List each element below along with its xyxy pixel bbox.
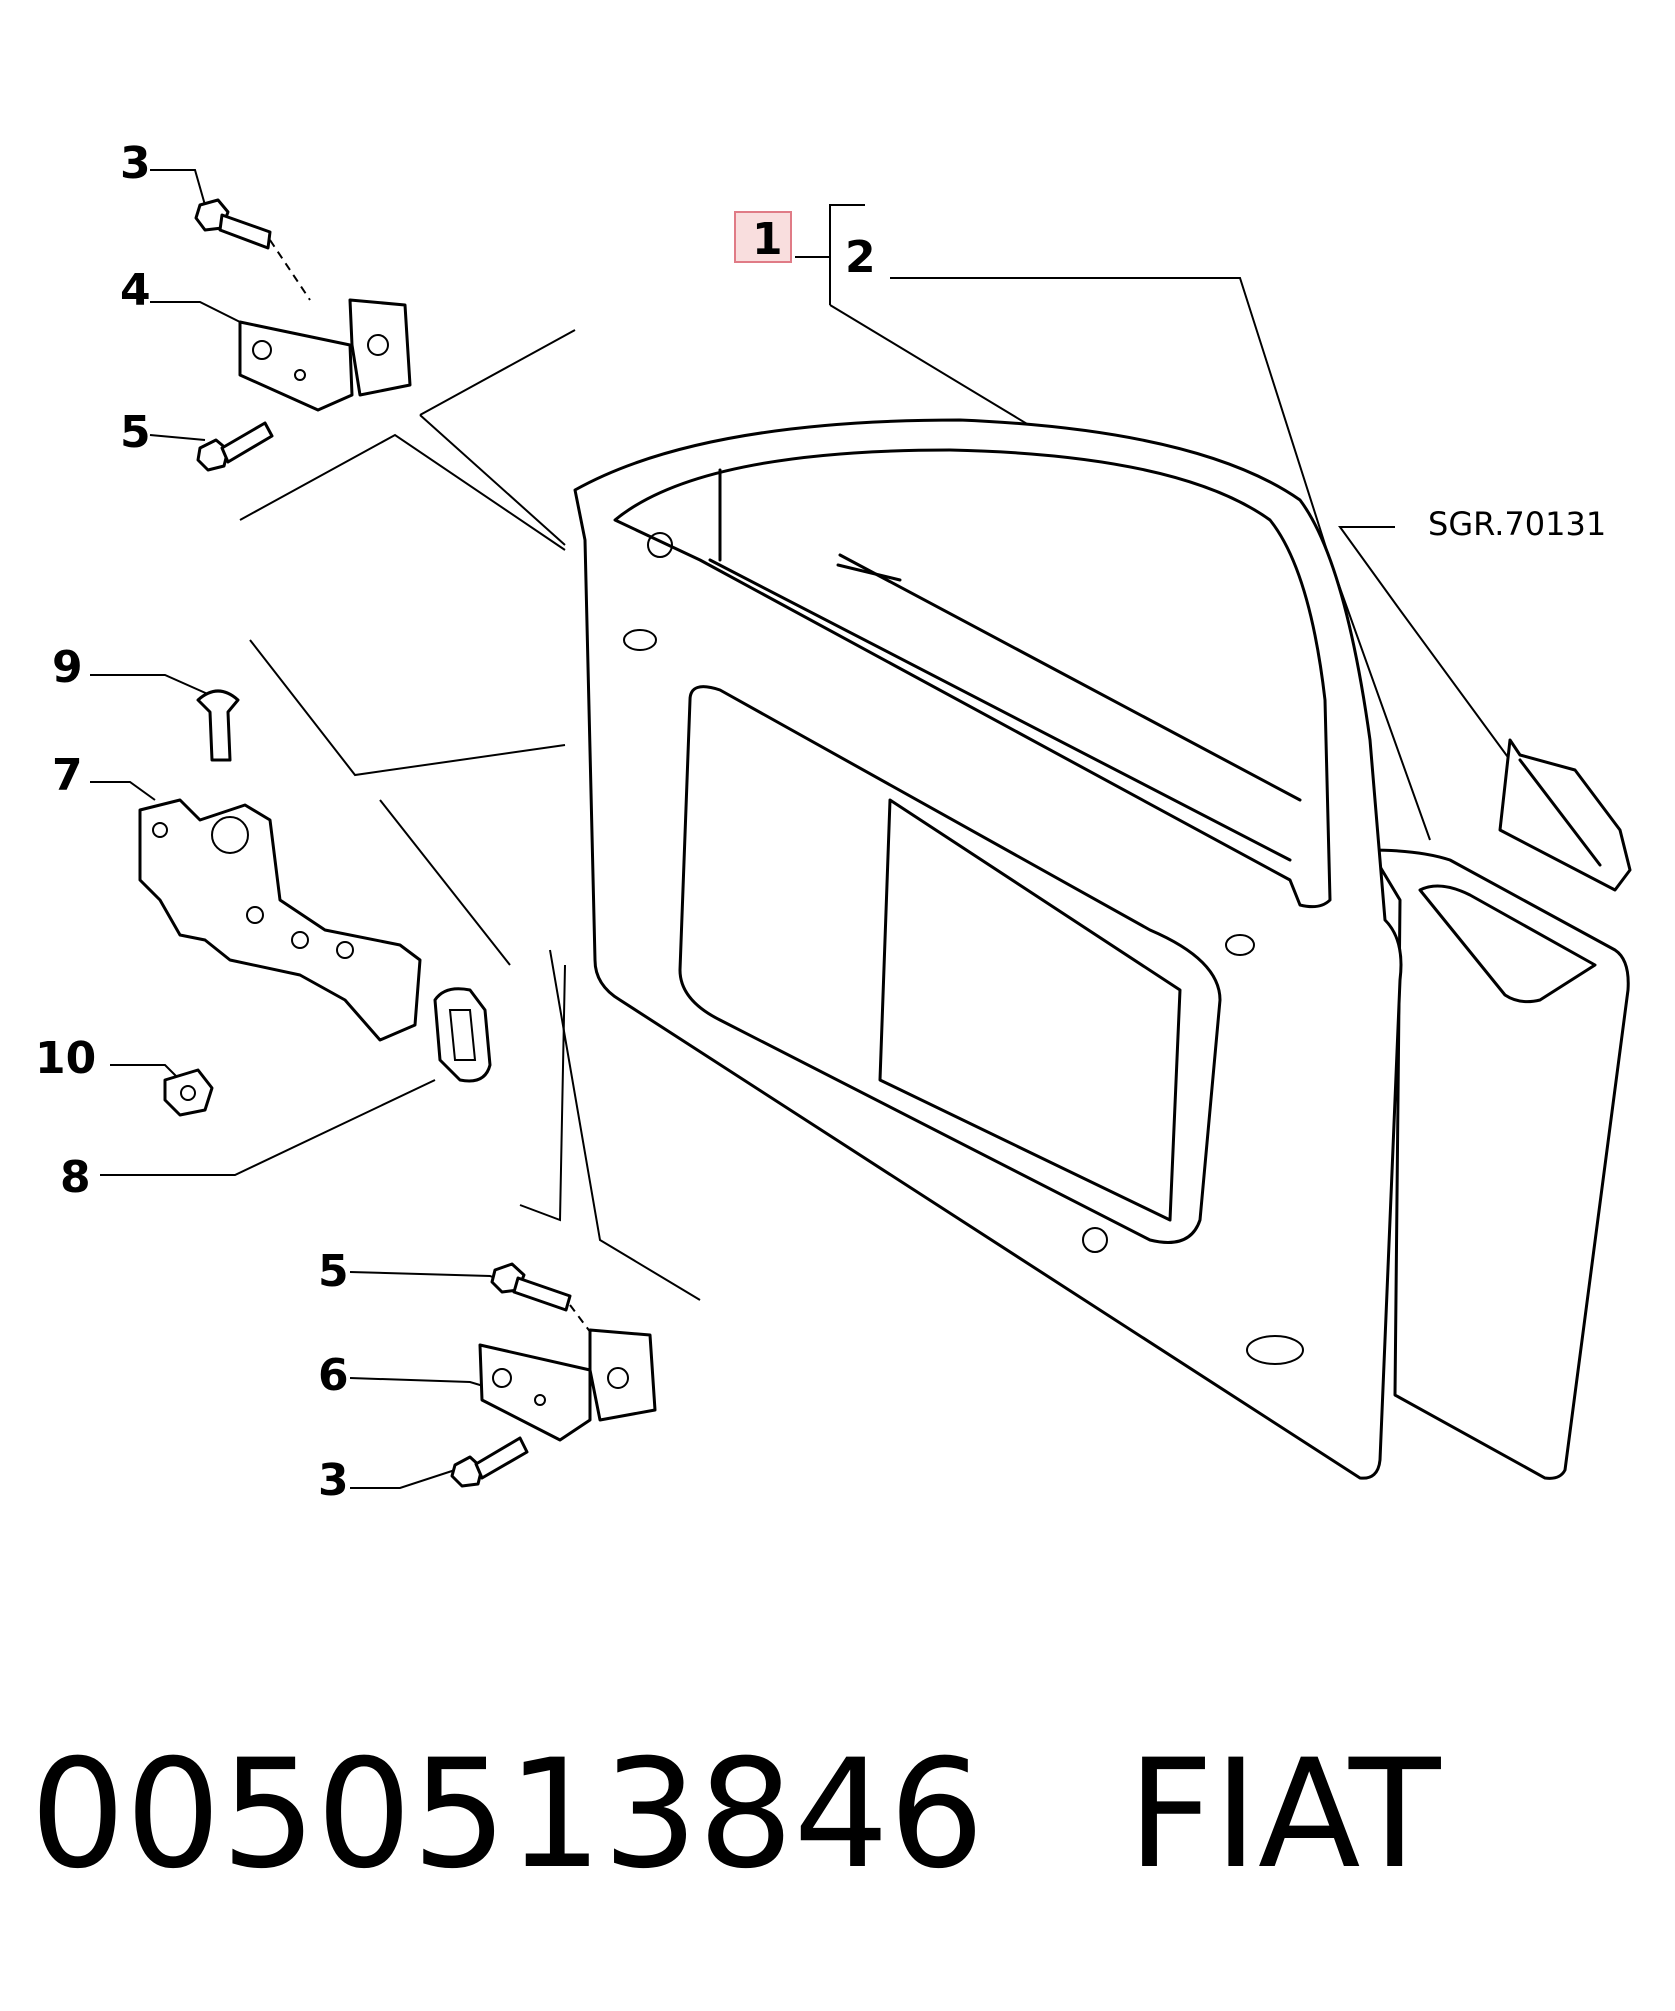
part-caption: 0050513846 FIAT <box>30 1740 1441 1890</box>
hinge-bracket-icon <box>238 298 412 412</box>
part-number: 0050513846 <box>30 1728 985 1902</box>
bolt-icon <box>490 1262 601 1346</box>
callout-2[interactable]: 2 <box>845 232 876 283</box>
reference-label: SGR.70131 <box>1428 505 1606 543</box>
callout-10[interactable]: 10 <box>35 1033 96 1084</box>
bolt-icon <box>194 198 311 301</box>
callout-7[interactable]: 7 <box>52 750 83 801</box>
callout-5-bottom[interactable]: 5 <box>318 1246 349 1297</box>
grommet-icon <box>433 987 492 1083</box>
bolt-icon <box>450 1436 529 1488</box>
callout-6[interactable]: 6 <box>318 1350 349 1401</box>
nut-icon <box>163 1068 214 1117</box>
selected-part-highlight <box>734 211 792 263</box>
brand-name: FIAT <box>1127 1728 1441 1902</box>
callout-8[interactable]: 8 <box>60 1152 91 1203</box>
callout-5-top[interactable]: 5 <box>120 407 151 458</box>
callout-9[interactable]: 9 <box>52 642 83 693</box>
callout-4[interactable]: 4 <box>120 265 151 316</box>
callout-3-top[interactable]: 3 <box>120 138 151 189</box>
door-check-strap-icon <box>138 798 422 1042</box>
callout-3-bottom[interactable]: 3 <box>318 1455 349 1506</box>
hinge-bracket-icon <box>478 1328 657 1442</box>
trim-bracket-icon <box>1498 738 1632 892</box>
pin-icon <box>196 689 240 762</box>
bolt-icon <box>196 421 274 472</box>
callout-1[interactable]: 1 <box>752 214 783 265</box>
door-shell-icon <box>573 418 1630 1480</box>
